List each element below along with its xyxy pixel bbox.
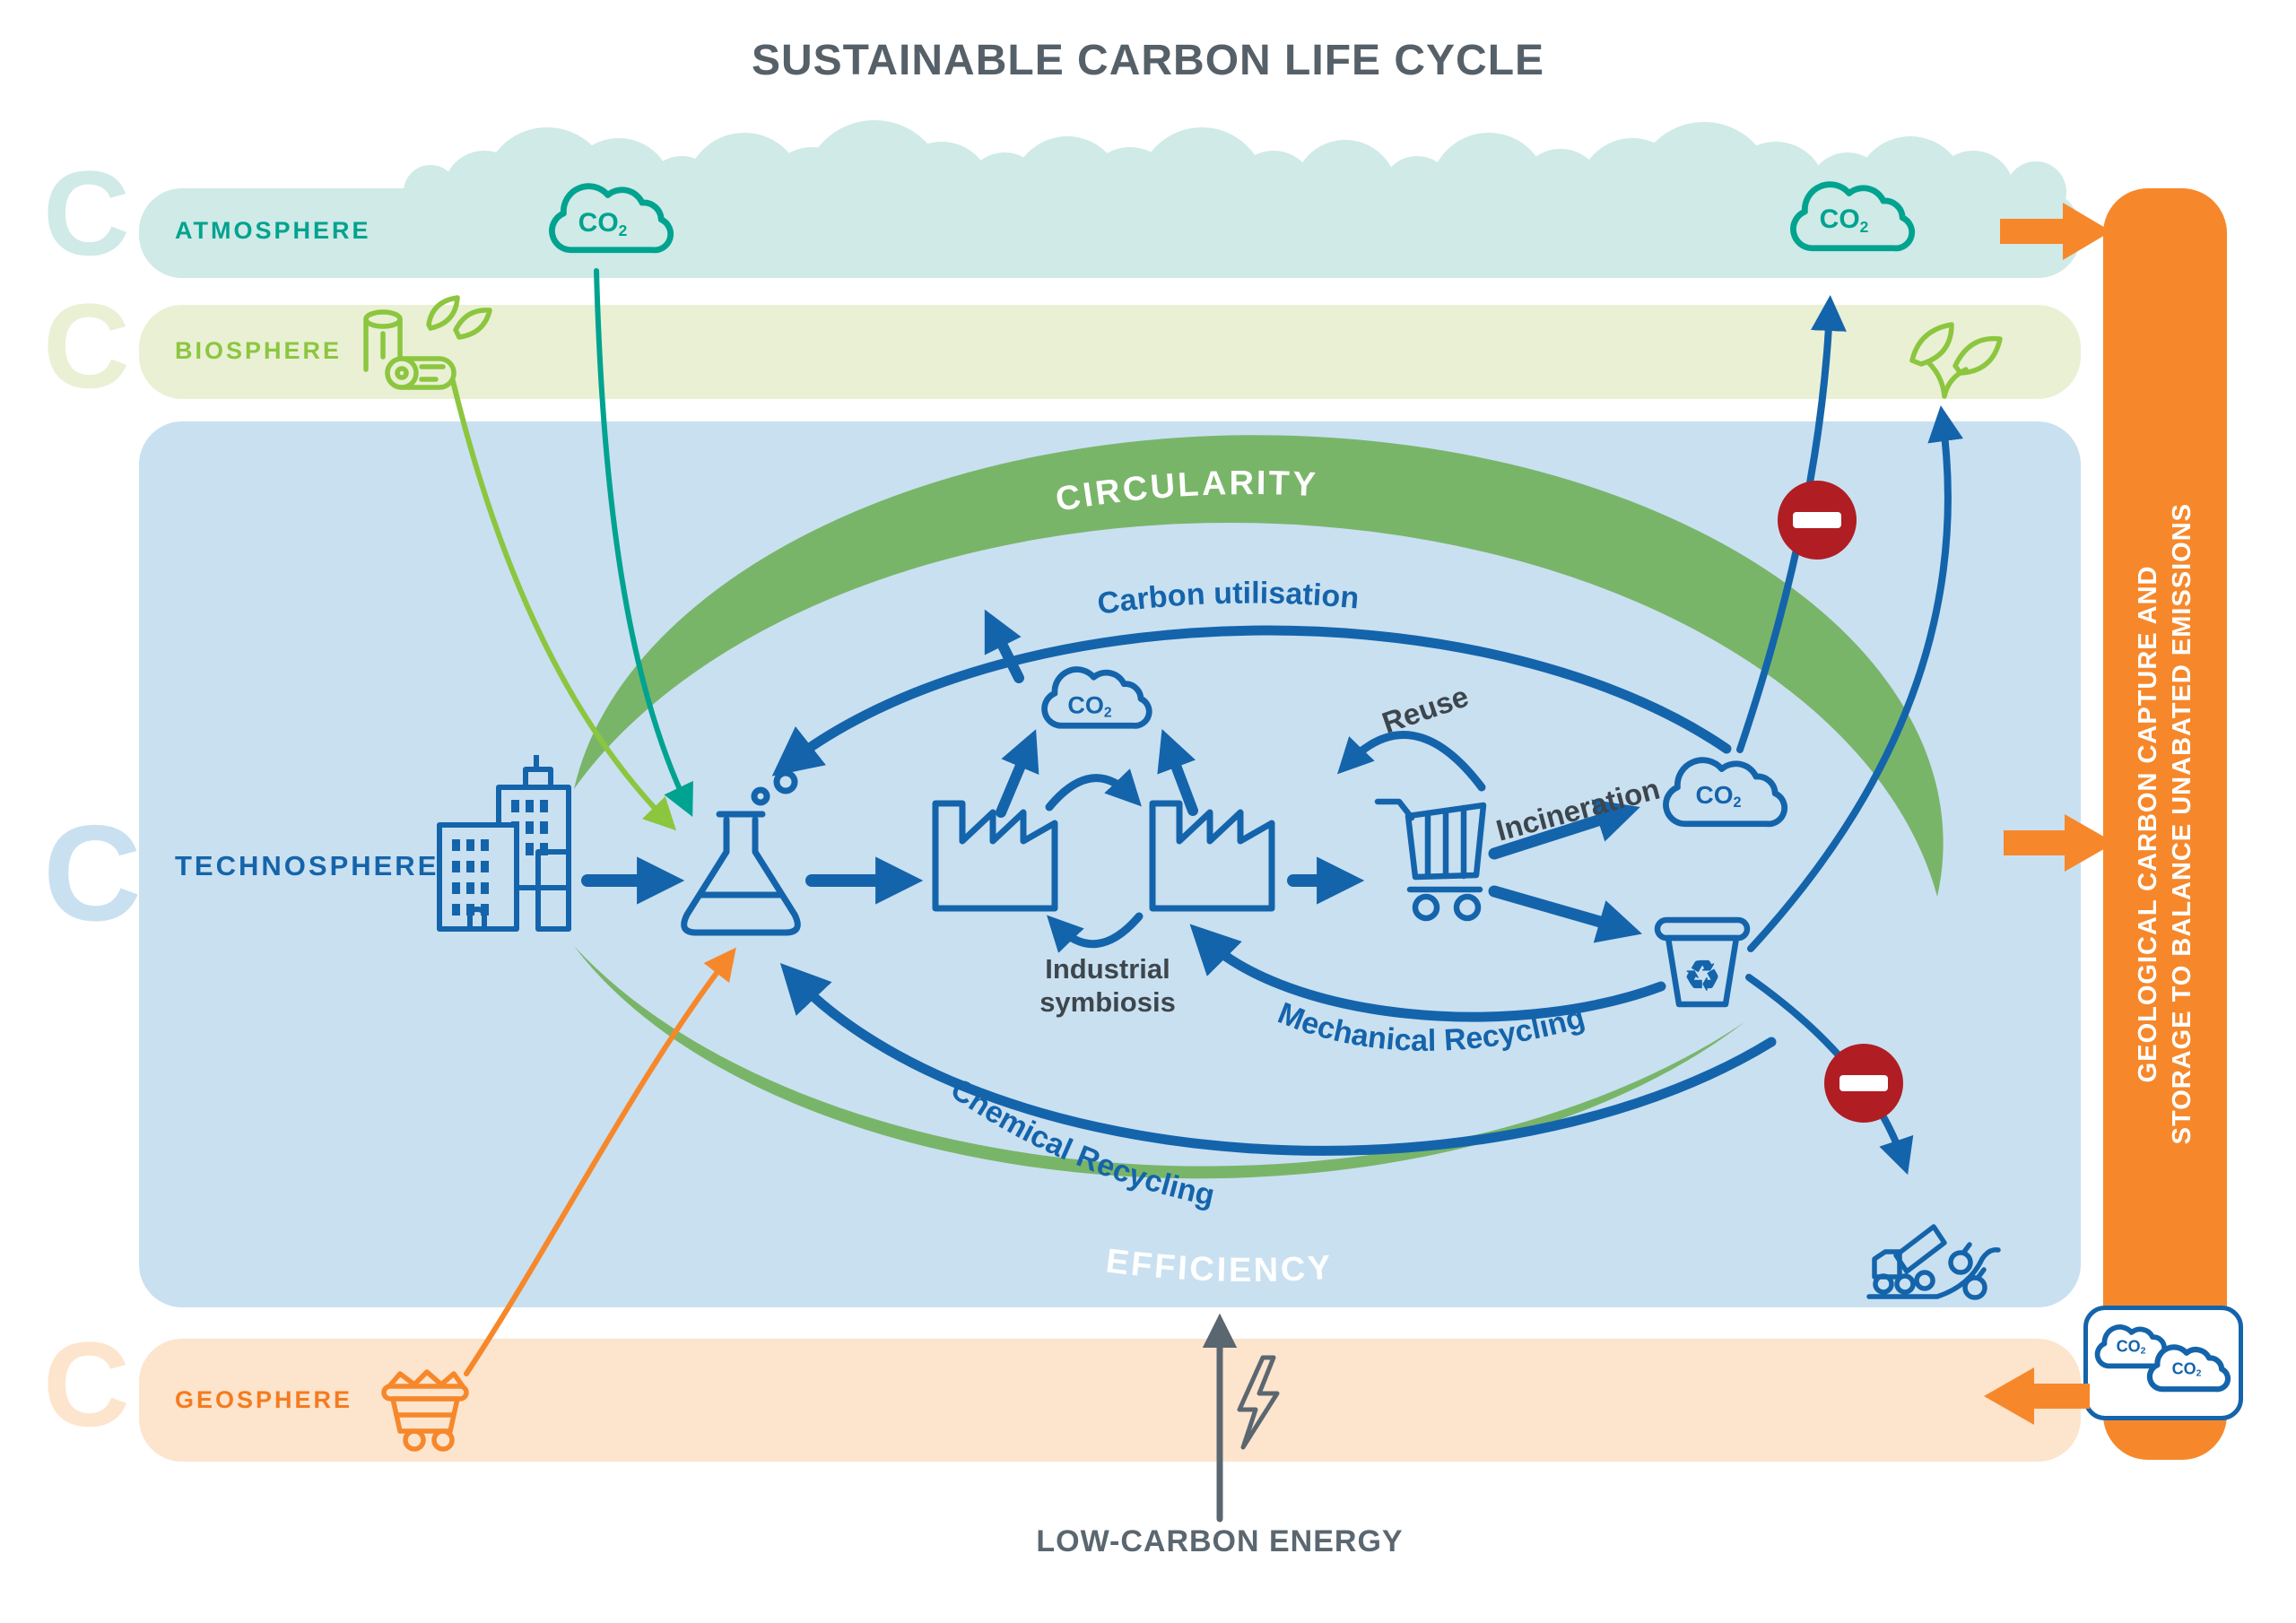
efficiency-arc — [574, 946, 1744, 1179]
carbon-utilisation-label: Carbon utilisation — [1095, 577, 1361, 621]
co2-cloud-icon — [1045, 670, 1150, 726]
carbon-letter-geosphere: C — [43, 1318, 130, 1452]
leaves-icon — [1909, 322, 2003, 399]
geological-storage-bar — [2103, 188, 2227, 1460]
lightning-bolt-icon — [1237, 1355, 1280, 1450]
mechanical-recycling-arc — [1189, 924, 1666, 1022]
reuse-arc — [1337, 731, 1486, 792]
co2-cloud-icon — [1665, 760, 1784, 824]
symbiosis-arc-top — [1045, 768, 1142, 812]
carbon-utilisation-arc — [771, 625, 1732, 777]
carbon-letter-atmosphere: C — [43, 147, 130, 281]
co2-to-flask-curve — [594, 268, 693, 817]
no-entry-icon — [1778, 481, 1857, 560]
loop-arcs — [771, 625, 1777, 1156]
landfill-truck-icon — [1866, 1224, 2001, 1300]
symbiosis-arc-bottom — [1047, 912, 1144, 953]
circularity-arc — [574, 435, 1944, 897]
mechanical-recycling-label: Mechanical Recycling — [1274, 996, 1589, 1058]
shopping-cart-icon — [1374, 798, 1487, 922]
recycle-icon: ♻ — [1683, 952, 1720, 999]
svg-text:Carbon utilisation: Carbon utilisation — [1095, 577, 1361, 621]
carbon-letter-biosphere: C — [43, 280, 130, 413]
geosphere-to-flask-curve — [464, 947, 736, 1376]
biomass-to-flask-curve — [450, 378, 677, 831]
factory-icon — [1149, 800, 1275, 912]
cart-to-waste-arrow — [1488, 885, 1642, 943]
flask-icon — [681, 769, 801, 936]
no-entry-icon — [1824, 1044, 1903, 1123]
efficiency-label: EFFICIENCY — [1104, 1242, 1332, 1289]
svg-text:EFFICIENCY: EFFICIENCY — [1104, 1242, 1335, 1289]
city-buildings-icon — [437, 755, 571, 932]
incineration-arrow — [1488, 799, 1640, 860]
to-storage-arrow — [2000, 203, 2115, 872]
co2-to-loop-arrow — [984, 609, 1024, 683]
biomass-logs-icon — [363, 295, 492, 390]
factory1-to-co2-arrow — [996, 729, 1039, 818]
waste-to-biosphere-curve — [1747, 405, 1964, 952]
waste-bin-icon: ♻ — [1654, 916, 1751, 1008]
incineration-label: Incineration — [1492, 772, 1663, 847]
co2-cloud-icon — [2150, 1347, 2228, 1389]
to-geosphere-arrow — [1984, 1367, 2090, 1425]
chemical-recycling-arc — [779, 963, 1777, 1156]
mine-cart-icon — [381, 1369, 469, 1452]
reuse-label: Reuse — [1378, 679, 1473, 739]
factory-icon — [932, 800, 1058, 912]
svg-text:Mechanical Recycling: Mechanical Recycling — [1274, 996, 1589, 1058]
carbon-letter-technosphere: C — [43, 797, 142, 950]
factory2-to-co2-arrow — [1157, 728, 1198, 816]
